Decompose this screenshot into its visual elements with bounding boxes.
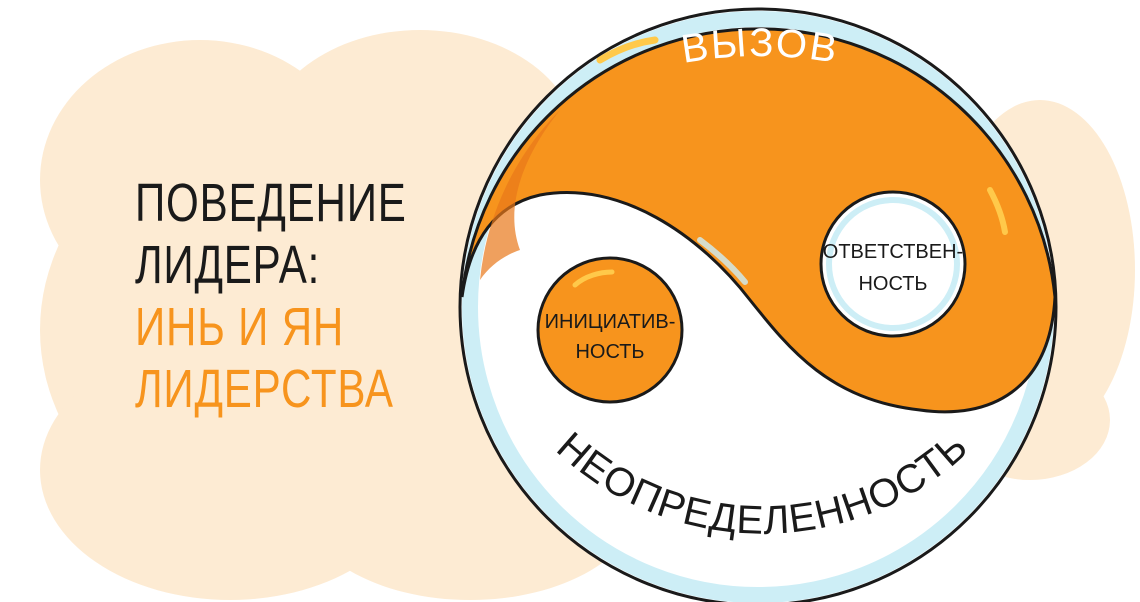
svg-text:НОСТЬ: НОСТЬ	[858, 273, 927, 295]
heading-line-3: ИНЬ И ЯН	[135, 297, 345, 357]
initiative-label: ИНИЦИАТИВ- НОСТЬ	[545, 311, 676, 363]
initiative-dot	[536, 256, 684, 404]
svg-text:ОТВЕТСТВЕН-: ОТВЕТСТВЕН-	[823, 241, 963, 263]
svg-text:НОСТЬ: НОСТЬ	[575, 341, 644, 363]
top-label: ВЫЗОВ	[678, 21, 841, 72]
responsibility-dot	[819, 190, 967, 338]
heading-line-1: ПОВЕДЕНИЕ	[135, 173, 407, 233]
page-heading: ПОВЕДЕНИЕ ЛИДЕРА: ИНЬ И ЯН ЛИДЕРСТВА	[135, 172, 407, 420]
heading-line-4: ЛИДЕРСТВА	[135, 359, 394, 419]
heading-line-2: ЛИДЕРА:	[135, 235, 321, 295]
svg-text:ИНИЦИАТИВ-: ИНИЦИАТИВ-	[545, 311, 676, 333]
responsibility-label: ОТВЕТСТВЕН- НОСТЬ	[823, 241, 963, 295]
